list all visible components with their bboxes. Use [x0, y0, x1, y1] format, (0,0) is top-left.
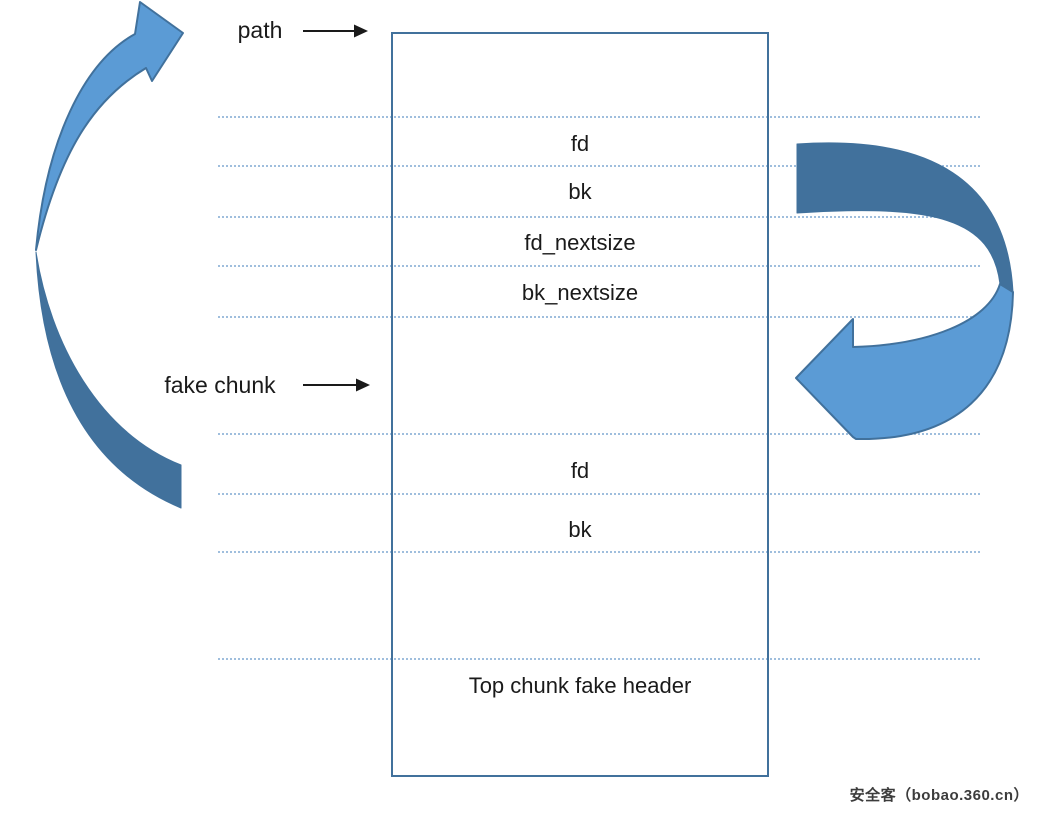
row-separator-line [218, 493, 980, 495]
row-separator-line [218, 316, 980, 318]
curved-arrow-right-lower-icon [795, 283, 1014, 441]
row-label-fd-nextsize: fd_nextsize [524, 229, 636, 255]
fake-chunk-label: fake chunk [164, 372, 276, 399]
row-separator-line [218, 165, 980, 167]
row-separator-line [218, 116, 980, 118]
row-label-fd: fd [570, 130, 590, 156]
row-label-bk-nextsize: bk_nextsize [521, 279, 639, 305]
curved-arrow-left-upper-icon [35, 1, 184, 251]
row-separator-line [218, 433, 980, 435]
row-label-fake-bk: bk [568, 516, 592, 542]
row-separator-line [218, 216, 980, 218]
chunk-box [391, 32, 769, 777]
row-separator-line [218, 551, 980, 553]
row-label-top-chunk-fake-header: Top chunk fake header [468, 672, 692, 698]
row-label-fake-fd: fd [570, 457, 590, 483]
watermark: 安全客（bobao.360.cn） [849, 787, 1029, 804]
path-pointer-arrow-icon [303, 24, 368, 38]
path-label: path [237, 17, 283, 44]
row-label-bk: bk [568, 178, 592, 204]
fake-chunk-pointer-arrow-icon [303, 378, 370, 392]
row-separator-line [218, 265, 980, 267]
row-separator-line [218, 658, 980, 660]
